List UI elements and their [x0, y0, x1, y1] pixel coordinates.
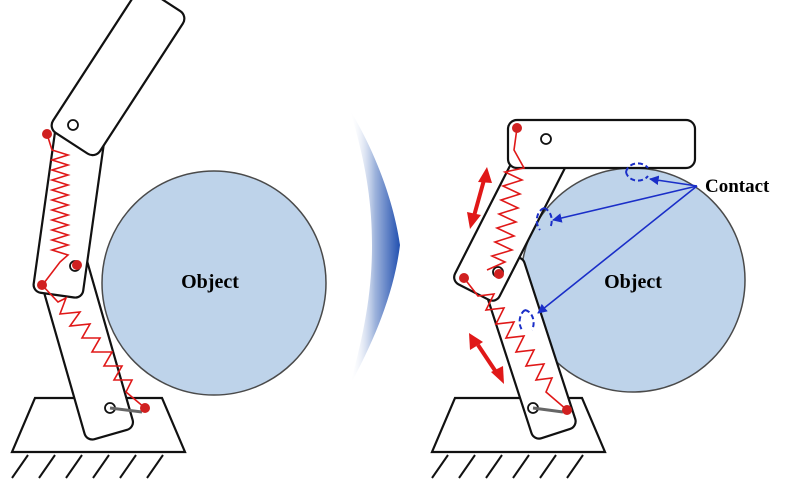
ground-hatch-left	[11, 454, 164, 479]
joint-dot-right-3	[459, 273, 469, 283]
joint-dot-right-1	[512, 123, 522, 133]
link-right-distal	[506, 118, 697, 170]
contact-label: Contact	[705, 176, 770, 197]
spring-left-upper	[43, 133, 71, 284]
tendon-right-base	[532, 406, 564, 414]
tendon-left-base	[109, 406, 143, 414]
right-figure: Object	[430, 118, 770, 479]
joint-dot-left-1	[42, 129, 52, 139]
ground-hatch-right	[431, 454, 584, 479]
contact-markers	[518, 162, 649, 331]
extension-arrow-lower	[469, 333, 504, 384]
joint-dot-right-2	[494, 269, 504, 279]
contact-marker-1	[625, 162, 649, 173]
contact-pointers	[537, 175, 698, 314]
spring-left-lower	[41, 284, 146, 409]
joint-dot-left-4	[140, 403, 150, 413]
link-left-distal	[50, 0, 186, 157]
transition-arrow	[350, 110, 400, 385]
object-right-label: Object	[604, 271, 662, 293]
joint-dot-left-2	[72, 260, 82, 270]
base-right	[430, 396, 607, 454]
spring-right-lower	[463, 277, 568, 411]
left-figure: Object	[10, 0, 327, 479]
extension-arrow-upper	[467, 167, 492, 229]
joint-dot-left-3	[37, 280, 47, 290]
pivot-right-top	[540, 133, 552, 145]
contact-marker-2	[535, 207, 545, 231]
object-left-label: Object	[181, 271, 239, 293]
object-left-circle	[101, 170, 327, 396]
contact-marker-3	[518, 309, 526, 331]
spring-right-upper	[486, 127, 526, 271]
pivot-left-top	[67, 119, 79, 131]
joint-dot-right-4	[562, 405, 572, 415]
